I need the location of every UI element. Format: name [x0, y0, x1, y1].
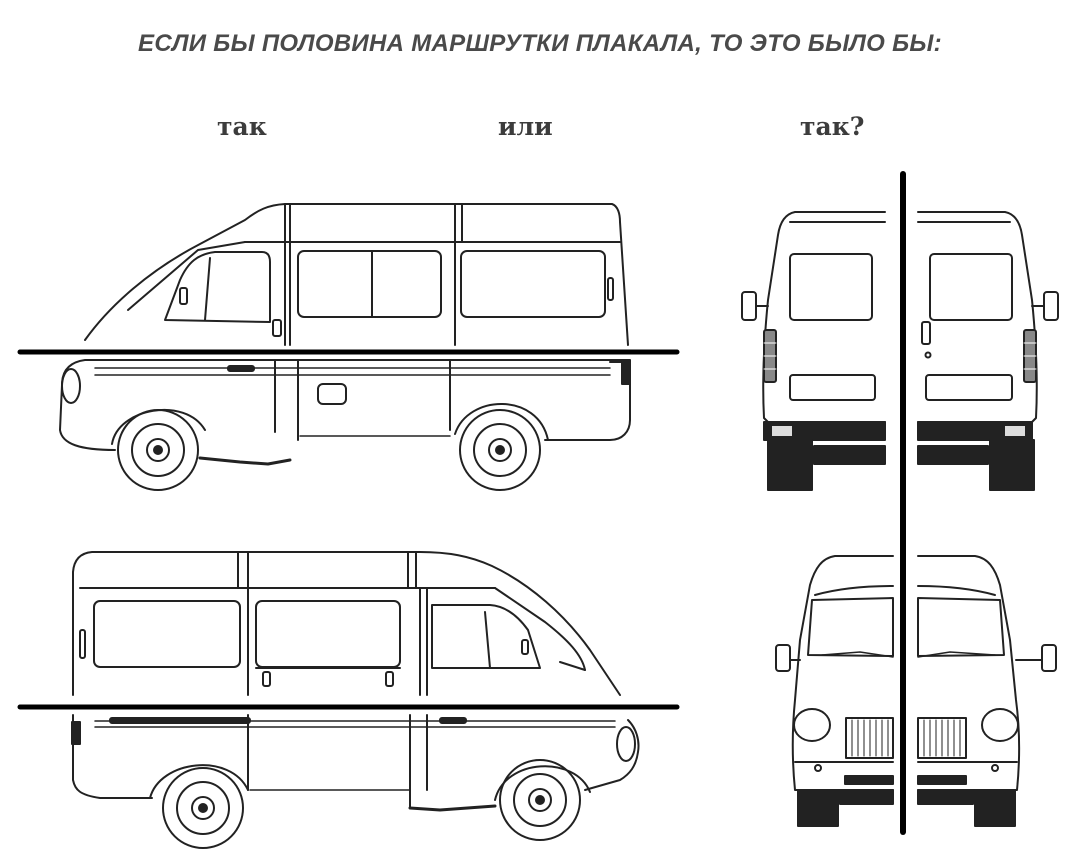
page-title: ЕСЛИ БЫ ПОЛОВИНА МАРШРУТКИ ПЛАКАЛА, ТО Э…: [138, 30, 942, 57]
label-option-horizontal: так: [217, 112, 267, 141]
label-or: или: [498, 112, 553, 141]
wheel-icon: [459, 409, 541, 491]
wheel-icon: [162, 767, 244, 849]
van-rear-view: [741, 211, 1059, 491]
label-option-vertical: так?: [800, 112, 865, 141]
wheel-icon: [117, 409, 199, 491]
wheel-icon: [499, 759, 581, 841]
van-side-left-facing: [59, 203, 631, 491]
van-side-right-facing: [71, 551, 640, 849]
van-front-view: [775, 555, 1057, 827]
